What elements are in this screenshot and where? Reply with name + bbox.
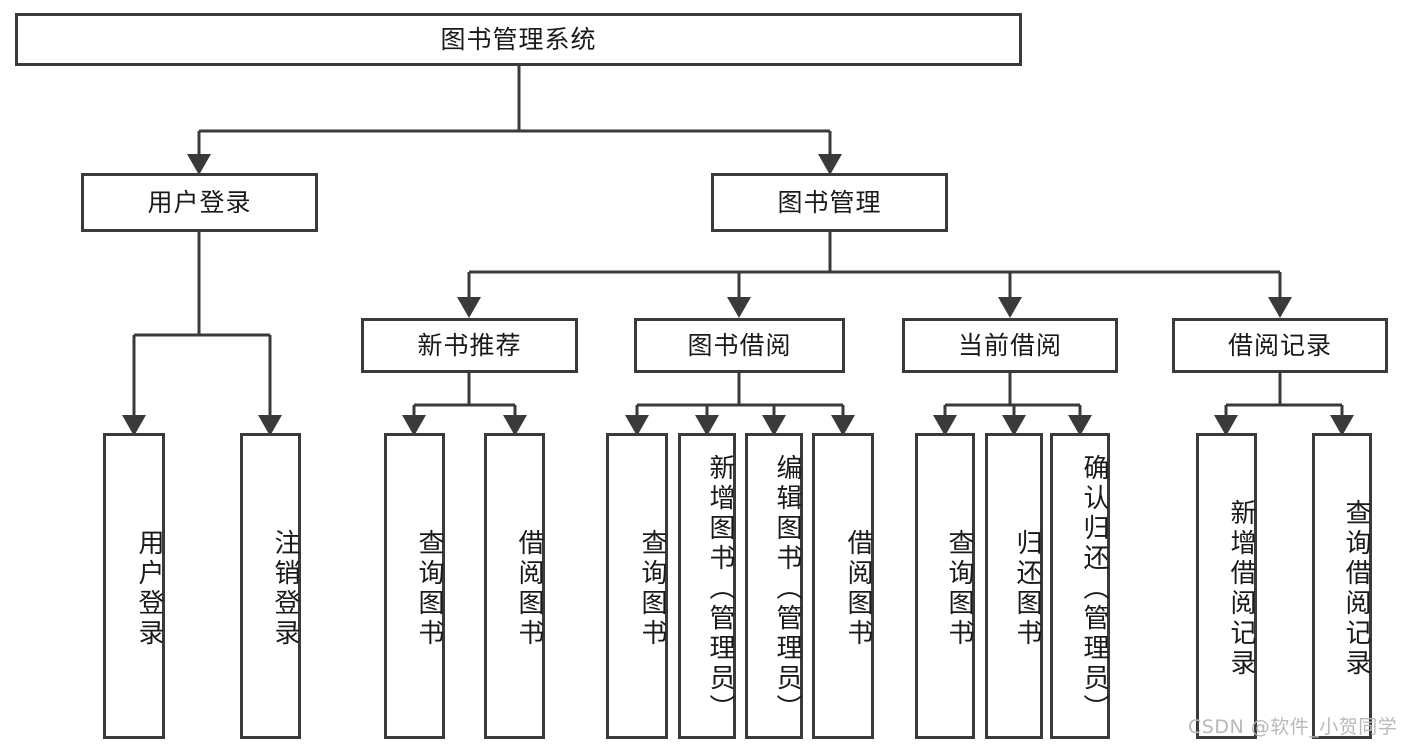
node-label: 查询图书	[414, 529, 444, 649]
node-root-book-management-system[interactable]: 图书管理系统	[15, 13, 1022, 66]
node-label: 查询图书	[637, 529, 667, 649]
leaf-confirm-return-admin[interactable]: 确认归还（管理员）	[1050, 433, 1110, 739]
leaf-user-login[interactable]: 用户登录	[103, 433, 165, 739]
node-label: 查询图书	[944, 529, 974, 649]
node-label: 归还图书	[1012, 529, 1042, 649]
node-book-borrowing[interactable]: 图书借阅	[634, 318, 845, 373]
node-label: 编辑图书（管理员）	[772, 454, 802, 724]
node-label: 图书借阅	[687, 330, 792, 360]
leaf-add-book-admin[interactable]: 新增图书（管理员）	[678, 433, 736, 739]
node-label: 新书推荐	[417, 330, 522, 360]
node-label: 查询借阅记录	[1341, 499, 1371, 679]
node-current-borrowing[interactable]: 当前借阅	[902, 318, 1118, 373]
node-label: 图书管理系统	[440, 24, 597, 54]
node-label: 新增借阅记录	[1226, 499, 1256, 679]
node-new-book-recommendation[interactable]: 新书推荐	[361, 318, 578, 373]
node-label: 当前借阅	[957, 330, 1062, 360]
node-label: 图书管理	[777, 187, 882, 217]
node-label: 借阅记录	[1227, 330, 1332, 360]
node-book-management[interactable]: 图书管理	[711, 173, 948, 232]
node-borrowing-record[interactable]: 借阅记录	[1172, 318, 1388, 373]
leaf-edit-book-admin[interactable]: 编辑图书（管理员）	[745, 433, 803, 739]
node-label: 新增图书（管理员）	[705, 454, 735, 724]
node-label: 借阅图书	[514, 529, 544, 649]
node-label: 确认归还（管理员）	[1079, 454, 1109, 724]
leaf-borrow-book-recommend[interactable]: 借阅图书	[484, 433, 545, 739]
leaf-query-book-current[interactable]: 查询图书	[915, 433, 975, 739]
node-user-login[interactable]: 用户登录	[81, 173, 318, 232]
leaf-query-book-borrow[interactable]: 查询图书	[606, 433, 668, 739]
leaf-add-borrow-record[interactable]: 新增借阅记录	[1196, 433, 1257, 739]
node-label: 用户登录	[147, 187, 252, 217]
leaf-borrow-book[interactable]: 借阅图书	[812, 433, 874, 739]
watermark-text: CSDN @软件_小贺同学	[1188, 716, 1398, 738]
leaf-query-book-recommend[interactable]: 查询图书	[384, 433, 445, 739]
leaf-query-borrow-record[interactable]: 查询借阅记录	[1312, 433, 1372, 739]
node-label: 用户登录	[134, 529, 164, 649]
leaf-logout[interactable]: 注销登录	[240, 433, 301, 739]
node-label: 借阅图书	[843, 529, 873, 649]
leaf-return-book[interactable]: 归还图书	[985, 433, 1043, 739]
watermark: CSDN @软件_小贺同学	[1188, 712, 1397, 739]
node-label: 注销登录	[270, 529, 300, 649]
